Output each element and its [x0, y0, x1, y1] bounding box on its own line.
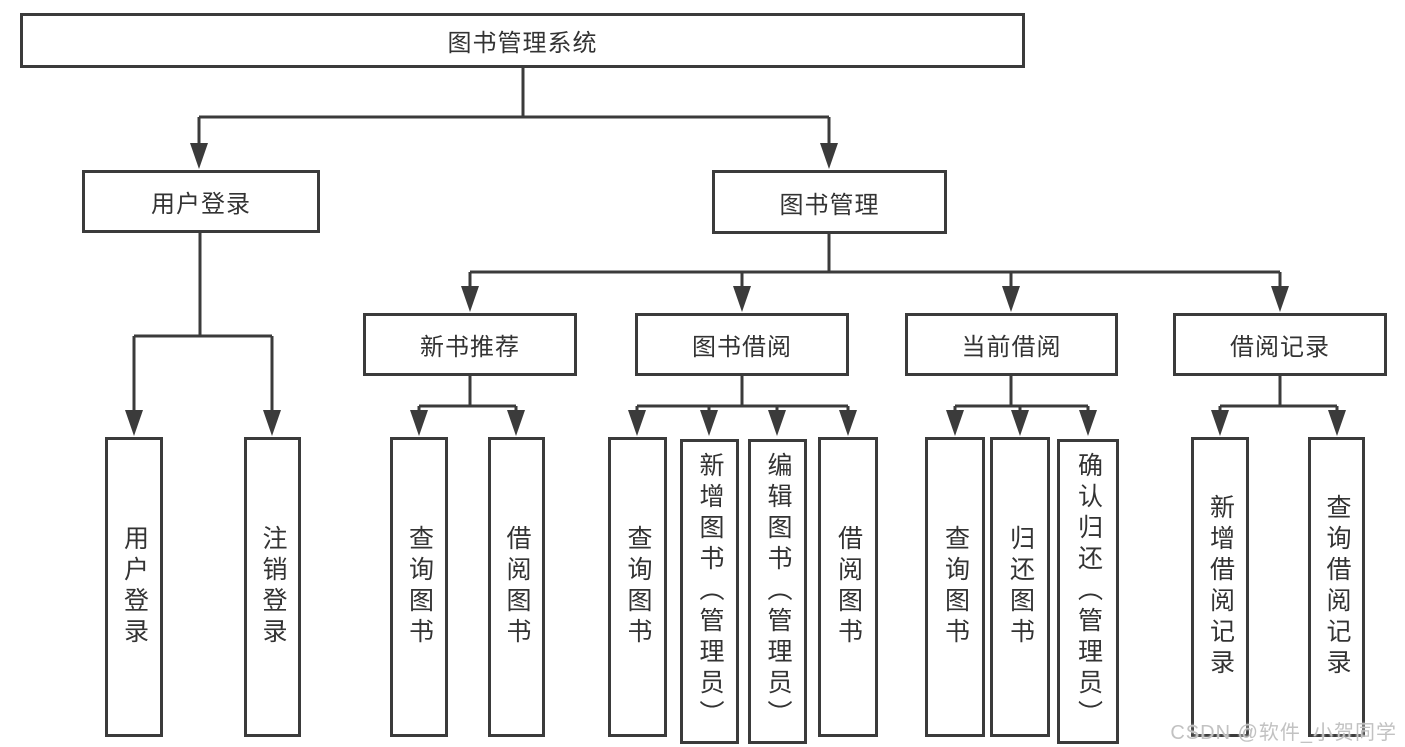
- leaf-bb-query-books: 查询图书: [608, 437, 667, 737]
- node-user-login: 用户登录: [82, 170, 320, 233]
- leaf-cb-return-books-label: 归还图书: [1006, 525, 1035, 649]
- leaf-cb-return-books: 归还图书: [990, 437, 1050, 737]
- node-new-book-recommend: 新书推荐: [363, 313, 577, 376]
- leaf-logout: 注销登录: [244, 437, 301, 737]
- leaf-nb-borrow-books: 借阅图书: [488, 437, 545, 737]
- leaf-cb-query-books-label: 查询图书: [941, 525, 970, 649]
- leaf-nb-query-books-label: 查询图书: [405, 525, 434, 649]
- leaf-bb-borrow-books: 借阅图书: [818, 437, 878, 737]
- connector-root-to-level2: [197, 68, 831, 146]
- leaf-bb-borrow-books-label: 借阅图书: [834, 525, 863, 649]
- connector-records-to-leaves: [1218, 376, 1339, 412]
- leaf-nb-borrow-books-label: 借阅图书: [503, 525, 531, 649]
- connector-bookmgmt-to-level3: [468, 234, 1282, 288]
- leaf-user-login: 用户登录: [105, 437, 163, 737]
- leaf-bb-edit-books-admin-label: 编辑图书（管理员）: [764, 452, 792, 731]
- node-root-label: 图书管理系统: [447, 30, 598, 57]
- connector-bookborrow-to-leaves: [635, 376, 850, 412]
- node-book-management-label: 图书管理: [779, 191, 880, 219]
- leaf-bb-add-books-admin: 新增图书（管理员）: [680, 439, 739, 744]
- node-borrow-records-label: 借阅记录: [1230, 334, 1330, 361]
- leaf-nb-query-books: 查询图书: [390, 437, 448, 737]
- leaf-logout-label: 注销登录: [259, 525, 287, 649]
- leaf-bb-query-books-label: 查询图书: [624, 525, 652, 649]
- node-book-management: 图书管理: [712, 170, 947, 234]
- connector-userlogin-to-leaves: [132, 233, 274, 412]
- node-borrow-records: 借阅记录: [1173, 313, 1387, 376]
- watermark: CSDN @软件_小贺同学: [1170, 722, 1397, 744]
- leaf-bb-edit-books-admin: 编辑图书（管理员）: [748, 439, 807, 744]
- leaf-br-query-record: 查询借阅记录: [1308, 437, 1365, 737]
- leaf-bb-add-books-admin-label: 新增图书（管理员）: [696, 452, 724, 731]
- leaf-user-login-label: 用户登录: [120, 525, 149, 649]
- leaf-br-add-record-label: 新增借阅记录: [1206, 494, 1235, 680]
- leaf-cb-confirm-return-admin-label: 确认归还（管理员）: [1074, 452, 1103, 731]
- connector-currentborrow-to-leaves: [953, 376, 1090, 412]
- leaf-cb-confirm-return-admin: 确认归还（管理员）: [1057, 439, 1119, 744]
- leaf-cb-query-books: 查询图书: [925, 437, 985, 737]
- node-user-login-label: 用户登录: [151, 191, 251, 218]
- connector-newbooks-to-leaves: [417, 376, 518, 412]
- node-root: 图书管理系统: [20, 13, 1025, 68]
- leaf-br-add-record: 新增借阅记录: [1191, 437, 1249, 737]
- node-current-borrow: 当前借阅: [905, 313, 1118, 376]
- node-current-borrow-label: 当前借阅: [961, 334, 1062, 361]
- node-book-borrow-label: 图书借阅: [692, 334, 792, 361]
- node-book-borrow: 图书借阅: [635, 313, 849, 376]
- leaf-br-query-record-label: 查询借阅记录: [1323, 494, 1351, 680]
- node-new-book-recommend-label: 新书推荐: [420, 334, 520, 361]
